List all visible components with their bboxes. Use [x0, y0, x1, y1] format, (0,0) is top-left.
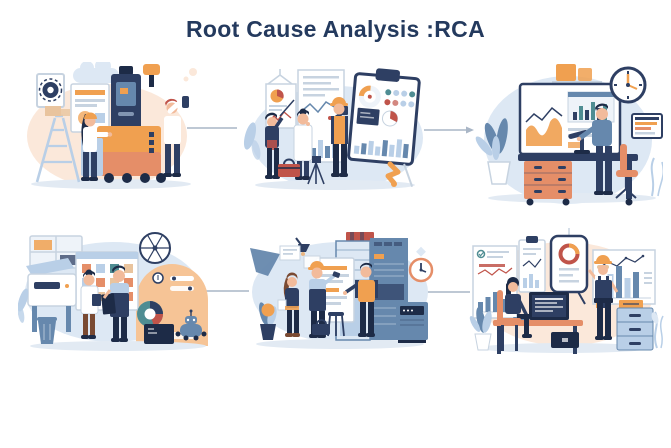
toolbox-navy	[312, 319, 330, 335]
illustration-machine-inspection	[15, 62, 200, 195]
framed-gear-picture	[36, 73, 65, 108]
potted-plant	[475, 118, 511, 185]
trash-bin	[37, 317, 57, 344]
floor-toolbox	[551, 332, 579, 348]
mini-clipboard	[518, 236, 546, 293]
plant-orange-bloom	[259, 302, 277, 340]
analyst-person	[576, 103, 613, 195]
file-cabinet	[616, 300, 654, 351]
robot-arm	[385, 161, 401, 187]
worker-inspector	[163, 96, 189, 177]
leaf-accent	[18, 288, 29, 323]
ground-shadow	[255, 180, 415, 190]
illustration-rackside-discussion	[240, 228, 440, 363]
procedure-poster	[70, 83, 110, 133]
illustration-workshop-investigation	[18, 228, 218, 363]
office-chair	[615, 144, 638, 199]
work-desk	[518, 130, 638, 206]
page-title: Root Cause Analysis :RCA	[185, 16, 485, 42]
plant-right	[651, 311, 664, 349]
wall-fan	[139, 232, 171, 264]
seated-analyst	[497, 277, 532, 351]
step-ladder	[35, 106, 81, 183]
equipment-box	[144, 324, 174, 344]
arrow-2-to-3	[424, 126, 474, 134]
technician-man	[101, 265, 129, 342]
small-robot	[175, 309, 207, 341]
lab-coat-analyst	[293, 108, 313, 180]
illustration-office-review	[465, 228, 665, 363]
ground-shadow	[30, 341, 206, 351]
funnel-shape	[250, 248, 280, 276]
engineer-hardhat	[330, 97, 348, 177]
illustration-workbench-monitoring	[468, 58, 663, 206]
wall-clock	[609, 66, 647, 104]
inspection-machine	[81, 64, 166, 183]
survey-tripod	[307, 156, 325, 185]
standing-engineer	[587, 255, 619, 340]
mounted-tablet-donut	[549, 228, 589, 305]
engineer-apron	[308, 261, 341, 338]
wall-clock-small	[408, 257, 434, 283]
presenter-woman	[265, 99, 295, 179]
woman-technician	[277, 272, 300, 337]
scientist-woman	[80, 269, 101, 339]
control-machine	[396, 302, 428, 343]
ground-shadow	[31, 179, 191, 189]
side-monitor	[631, 113, 663, 139]
desk-lamp	[295, 237, 310, 256]
toolbox	[278, 158, 300, 177]
ground-shadow	[256, 339, 424, 349]
worker-operator	[81, 112, 113, 181]
manager-vest	[343, 262, 378, 337]
data-clipboard	[347, 68, 421, 188]
illustration-team-chart-review	[240, 62, 430, 195]
pie-donut-chart	[137, 301, 164, 327]
grass-sprigs	[650, 157, 663, 197]
wall-shelf-boxes	[552, 64, 602, 83]
plant-left	[469, 307, 492, 351]
sparkle	[416, 246, 426, 257]
test-machine	[26, 258, 77, 332]
